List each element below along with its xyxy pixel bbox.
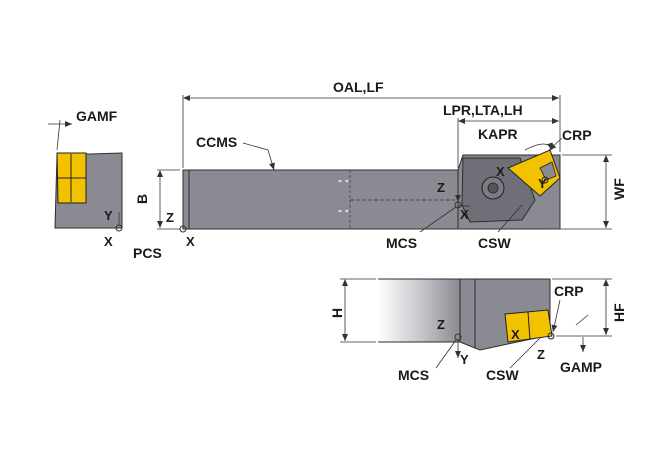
svg-text:": "	[338, 209, 342, 218]
lpr-lta-lh-label: LPR,LTA,LH	[443, 102, 523, 118]
pcs-origin	[179, 225, 187, 233]
y-label-bottom: Y	[460, 352, 469, 367]
crp-label-top: CRP	[562, 127, 592, 143]
x-label-head: X	[496, 164, 505, 179]
z-label-bottom: Z	[437, 317, 445, 332]
z-label-mid: Z	[437, 180, 445, 195]
svg-text:": "	[345, 209, 349, 218]
y-label-head: Y	[538, 176, 547, 191]
z-label-bottom2: Z	[537, 347, 545, 362]
gamf-ref-line	[56, 119, 61, 151]
mcs-label-top: MCS	[386, 235, 417, 251]
h-label: H	[329, 308, 345, 318]
mcs-label-bottom: MCS	[398, 367, 429, 383]
x-label-pcs: X	[186, 234, 195, 249]
gamf-label: GAMF	[76, 108, 118, 124]
top-view: " " " "	[157, 95, 612, 233]
shank-side	[378, 279, 460, 342]
head-insert	[507, 149, 561, 197]
hf-label: HF	[611, 303, 627, 322]
side-view	[340, 278, 612, 369]
x-label-mid: X	[460, 207, 469, 222]
wf-label: WF	[611, 178, 627, 200]
crp-label-bottom: CRP	[554, 283, 584, 299]
pcs-label: PCS	[133, 245, 162, 261]
kapr-label: KAPR	[478, 126, 518, 142]
end-view	[48, 119, 123, 232]
x-label-left: X	[104, 234, 113, 249]
x-label-bottom: X	[511, 327, 520, 342]
crp-point-top	[541, 176, 549, 184]
crp-point-bottom	[547, 332, 555, 340]
gamp-label: GAMP	[560, 359, 602, 375]
svg-text:": "	[338, 179, 342, 188]
b-label: B	[134, 194, 150, 204]
y-label-left: Y	[104, 208, 113, 223]
z-label-left: Z	[166, 210, 174, 225]
svg-text:": "	[345, 179, 349, 188]
shank	[182, 169, 459, 230]
oal-lf-label: OAL,LF	[333, 79, 384, 95]
csw-label-bottom: CSW	[486, 367, 519, 383]
ccms-label: CCMS	[196, 134, 237, 150]
csw-label-top: CSW	[478, 235, 511, 251]
